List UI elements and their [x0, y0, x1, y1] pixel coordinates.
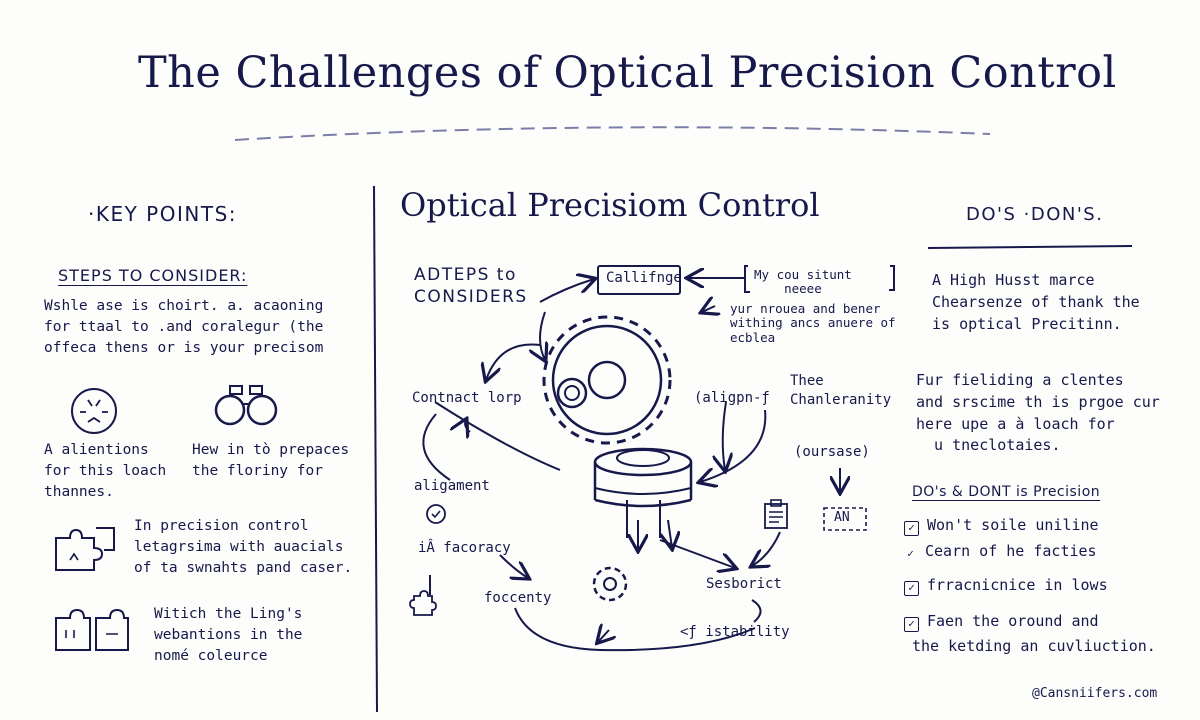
checklist-item[interactable]: ✓Faen the oround and	[904, 612, 1099, 632]
checklist-item[interactable]: ✓frracnicnice in lows	[904, 576, 1108, 596]
steps-subheading: STEPS TO CONSIDER:	[58, 266, 248, 285]
foccenty-label: foccenty	[484, 590, 552, 606]
center-heading: Optical Precisiom Control	[400, 186, 820, 224]
check-circle-icon	[426, 504, 446, 524]
checkbox-icon[interactable]: ✓	[907, 547, 914, 560]
checkbox-icon[interactable]: ✓	[904, 521, 919, 536]
right-paragraph-2: Fur fieliding a clentes and srscime th i…	[916, 371, 1160, 455]
contract-label: Contnact lorp	[412, 390, 522, 406]
column-divider	[373, 185, 378, 713]
callifnge-label[interactable]: Callifnge	[606, 270, 682, 286]
puzzle-pieces-icon	[55, 608, 129, 651]
dos-donts-heading: DO'S ·DON'S.	[966, 204, 1104, 225]
checklist-item[interactable]: ✓Won't soile uniline	[904, 516, 1099, 536]
checkbox-icon[interactable]: ✓	[904, 581, 919, 596]
sesborict-label: Sesborict	[706, 576, 782, 592]
facuracy-label: iÂ facoracy	[418, 540, 511, 556]
note-box-text: My cou situnt neeee	[754, 267, 852, 297]
optical-lens-icon	[593, 447, 693, 538]
right-heading-rule	[927, 245, 1133, 249]
key-points-heading: ·KEY POINTS:	[88, 202, 237, 226]
caption-precision-control: In precision control letagrsima with aua…	[134, 518, 353, 577]
caption-alientions: A alientions for this loach thannes.	[44, 442, 167, 501]
an-tag-label: AN	[834, 510, 850, 525]
caption-prepaces: Hew in tò prepaces the floriny for	[192, 442, 350, 480]
coursase-label: (oursase)	[794, 444, 870, 460]
puzzle-icon	[55, 527, 115, 571]
checklist-item[interactable]: ✓Cearn of he facties	[904, 542, 1096, 561]
alignment-left-label: aligament	[414, 478, 490, 494]
right-paragraph-1: A High Husst marce Chearsenze of thank t…	[932, 271, 1140, 333]
clipboard-icon	[764, 499, 788, 529]
title-dashed-underline	[234, 126, 991, 141]
tag-icon	[823, 507, 867, 531]
central-gear-icon	[542, 315, 672, 445]
stability-label: <ƒ istability	[680, 624, 790, 640]
credit-text: @Cansniifers.com	[1032, 686, 1158, 701]
steps-label: ADTEPS to CONSIDERS	[414, 265, 528, 308]
flow-arrows	[422, 278, 840, 652]
checklist-last-line: the ketding an cuvliuction.	[912, 637, 1156, 655]
checkbox-icon[interactable]: ✓	[904, 617, 919, 632]
binoculars-icon	[214, 385, 278, 426]
puzzle-piece-icon	[409, 590, 437, 616]
left-paragraph: Wshle ase is choirt. a. acaoning for tta…	[44, 298, 324, 357]
three-label: Thee Chanleranity	[790, 373, 892, 408]
small-gear-icon	[592, 566, 628, 602]
caption-webantions: Witich the Ling's webantions in the nomé…	[154, 606, 303, 665]
note-bracket	[744, 265, 895, 293]
alignment-right-label: (aligpn-ƒ	[694, 390, 770, 406]
dos-donts-subheading: DO's & DONT is Precision	[912, 484, 1101, 500]
page-title: The Challenges of Optical Precision Cont…	[138, 48, 1117, 98]
note-text: yur nrouea and bener withing ancs anuere…	[730, 301, 896, 345]
alert-icon	[71, 388, 117, 434]
